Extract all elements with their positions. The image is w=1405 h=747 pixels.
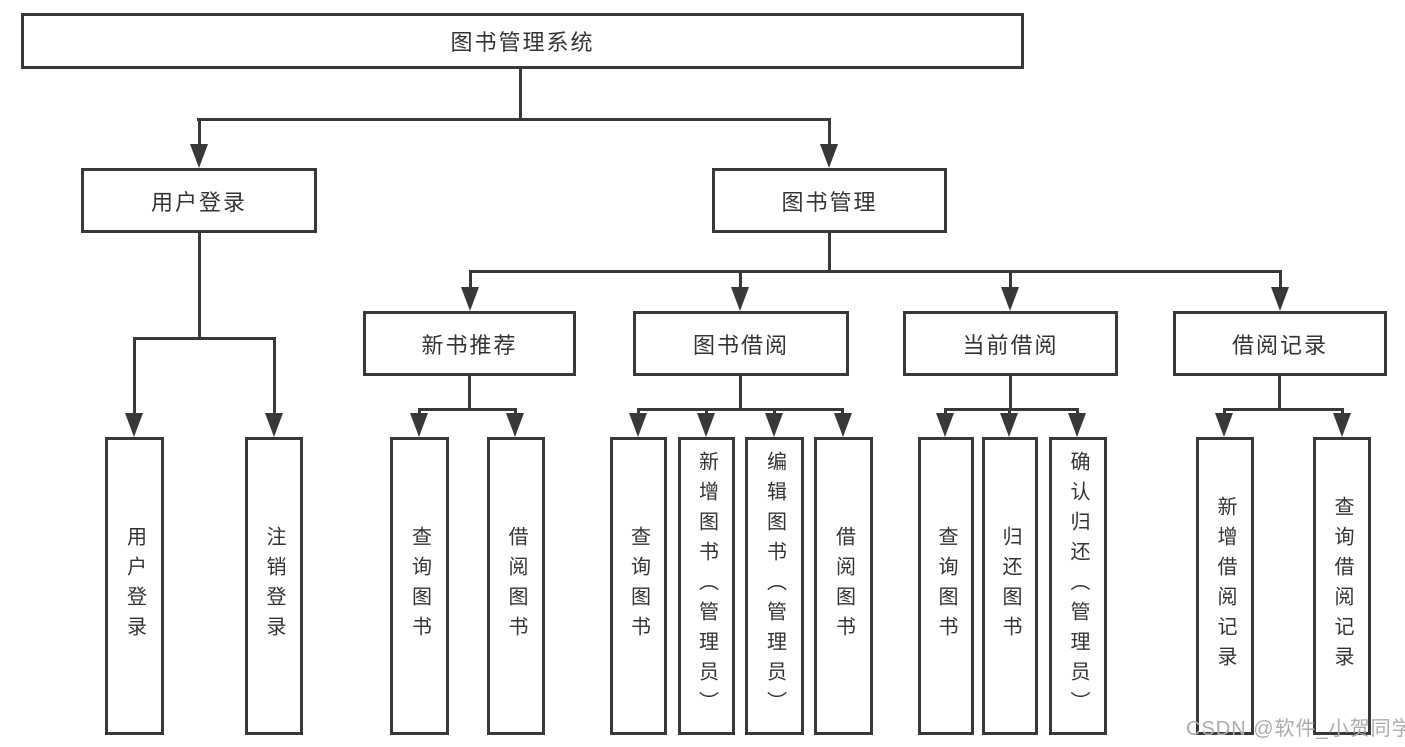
arrow-down-icon <box>410 413 428 437</box>
connector-line <box>773 408 776 417</box>
connector-line <box>828 118 831 146</box>
connector-line <box>1278 376 1281 408</box>
connector-line <box>1223 408 1344 411</box>
connector-line <box>705 408 708 417</box>
arrow-down-icon <box>820 144 838 168</box>
arrow-down-icon <box>1001 287 1019 311</box>
connector-line <box>637 408 844 411</box>
leaf-bb-query-books: 查询图书 <box>610 437 667 735</box>
connector-line <box>133 337 136 415</box>
connector-line <box>944 408 947 417</box>
connector-line <box>739 376 742 408</box>
arrow-down-icon <box>765 413 783 437</box>
leaf-br-add-record: 新增借阅记录 <box>1196 437 1254 735</box>
leaf-cb-return-books: 归还图书 <box>982 437 1038 735</box>
leaf-cb-query-books: 查询图书 <box>918 437 974 735</box>
connector-line <box>469 270 472 289</box>
connector-line <box>828 233 831 270</box>
node-user-login: 用户登录 <box>81 168 317 233</box>
leaf-bb-edit-books-admin: 编辑图书（管理员） <box>745 437 804 735</box>
connector-line <box>469 270 1282 273</box>
node-book-borrowing: 图书借阅 <box>633 311 849 376</box>
csdn-watermark: CSDN @软件_小贺同学 <box>1186 718 1405 740</box>
connector-line <box>637 408 640 417</box>
arrow-down-icon <box>629 413 647 437</box>
arrow-down-icon <box>506 413 524 437</box>
arrow-down-icon <box>834 413 852 437</box>
connector-line <box>1076 408 1079 417</box>
arrow-down-icon <box>265 413 283 437</box>
connector-line <box>273 337 276 415</box>
node-current-borrowing: 当前借阅 <box>903 311 1118 376</box>
connector-line <box>519 69 522 120</box>
arrow-down-icon <box>125 413 143 437</box>
node-new-book-recommend: 新书推荐 <box>363 311 576 376</box>
arrow-down-icon <box>190 144 208 168</box>
arrow-down-icon <box>1271 287 1289 311</box>
connector-line <box>1341 408 1344 417</box>
leaf-nbr-query-books: 查询图书 <box>390 437 449 735</box>
leaf-nbr-borrow-books: 借阅图书 <box>487 437 545 735</box>
connector-line <box>1223 408 1226 417</box>
connector-line <box>739 270 742 289</box>
arrow-down-icon <box>1333 413 1351 437</box>
connector-line <box>198 233 201 337</box>
leaf-logout: 注销登录 <box>245 437 303 735</box>
connector-line <box>1279 270 1282 289</box>
leaf-cb-confirm-return-admin: 确认归还（管理员） <box>1049 437 1107 735</box>
arrow-down-icon <box>936 413 954 437</box>
arrow-down-icon <box>461 287 479 311</box>
connector-line <box>841 408 844 417</box>
leaf-bb-borrow-books: 借阅图书 <box>814 437 873 735</box>
connector-line <box>133 337 275 340</box>
node-library-system: 图书管理系统 <box>21 13 1024 69</box>
connector-line <box>468 376 471 408</box>
connector-line <box>418 408 421 417</box>
arrow-down-icon <box>697 413 715 437</box>
connector-line <box>1008 408 1011 417</box>
leaf-bb-add-books-admin: 新增图书（管理员） <box>678 437 735 735</box>
connector-line <box>514 408 517 417</box>
connector-line <box>944 408 1079 411</box>
connector-line <box>418 408 517 411</box>
arrow-down-icon <box>1215 413 1233 437</box>
node-book-management: 图书管理 <box>712 168 947 233</box>
connector-line <box>198 118 201 146</box>
arrow-down-icon <box>1068 413 1086 437</box>
connector-line <box>1009 270 1012 289</box>
node-borrowing-records: 借阅记录 <box>1173 311 1387 376</box>
leaf-user-login: 用户登录 <box>105 437 164 735</box>
connector-line <box>1009 376 1012 408</box>
connector-line <box>197 118 831 121</box>
leaf-br-query-record: 查询借阅记录 <box>1313 437 1371 735</box>
arrow-down-icon <box>1000 413 1018 437</box>
arrow-down-icon <box>731 287 749 311</box>
